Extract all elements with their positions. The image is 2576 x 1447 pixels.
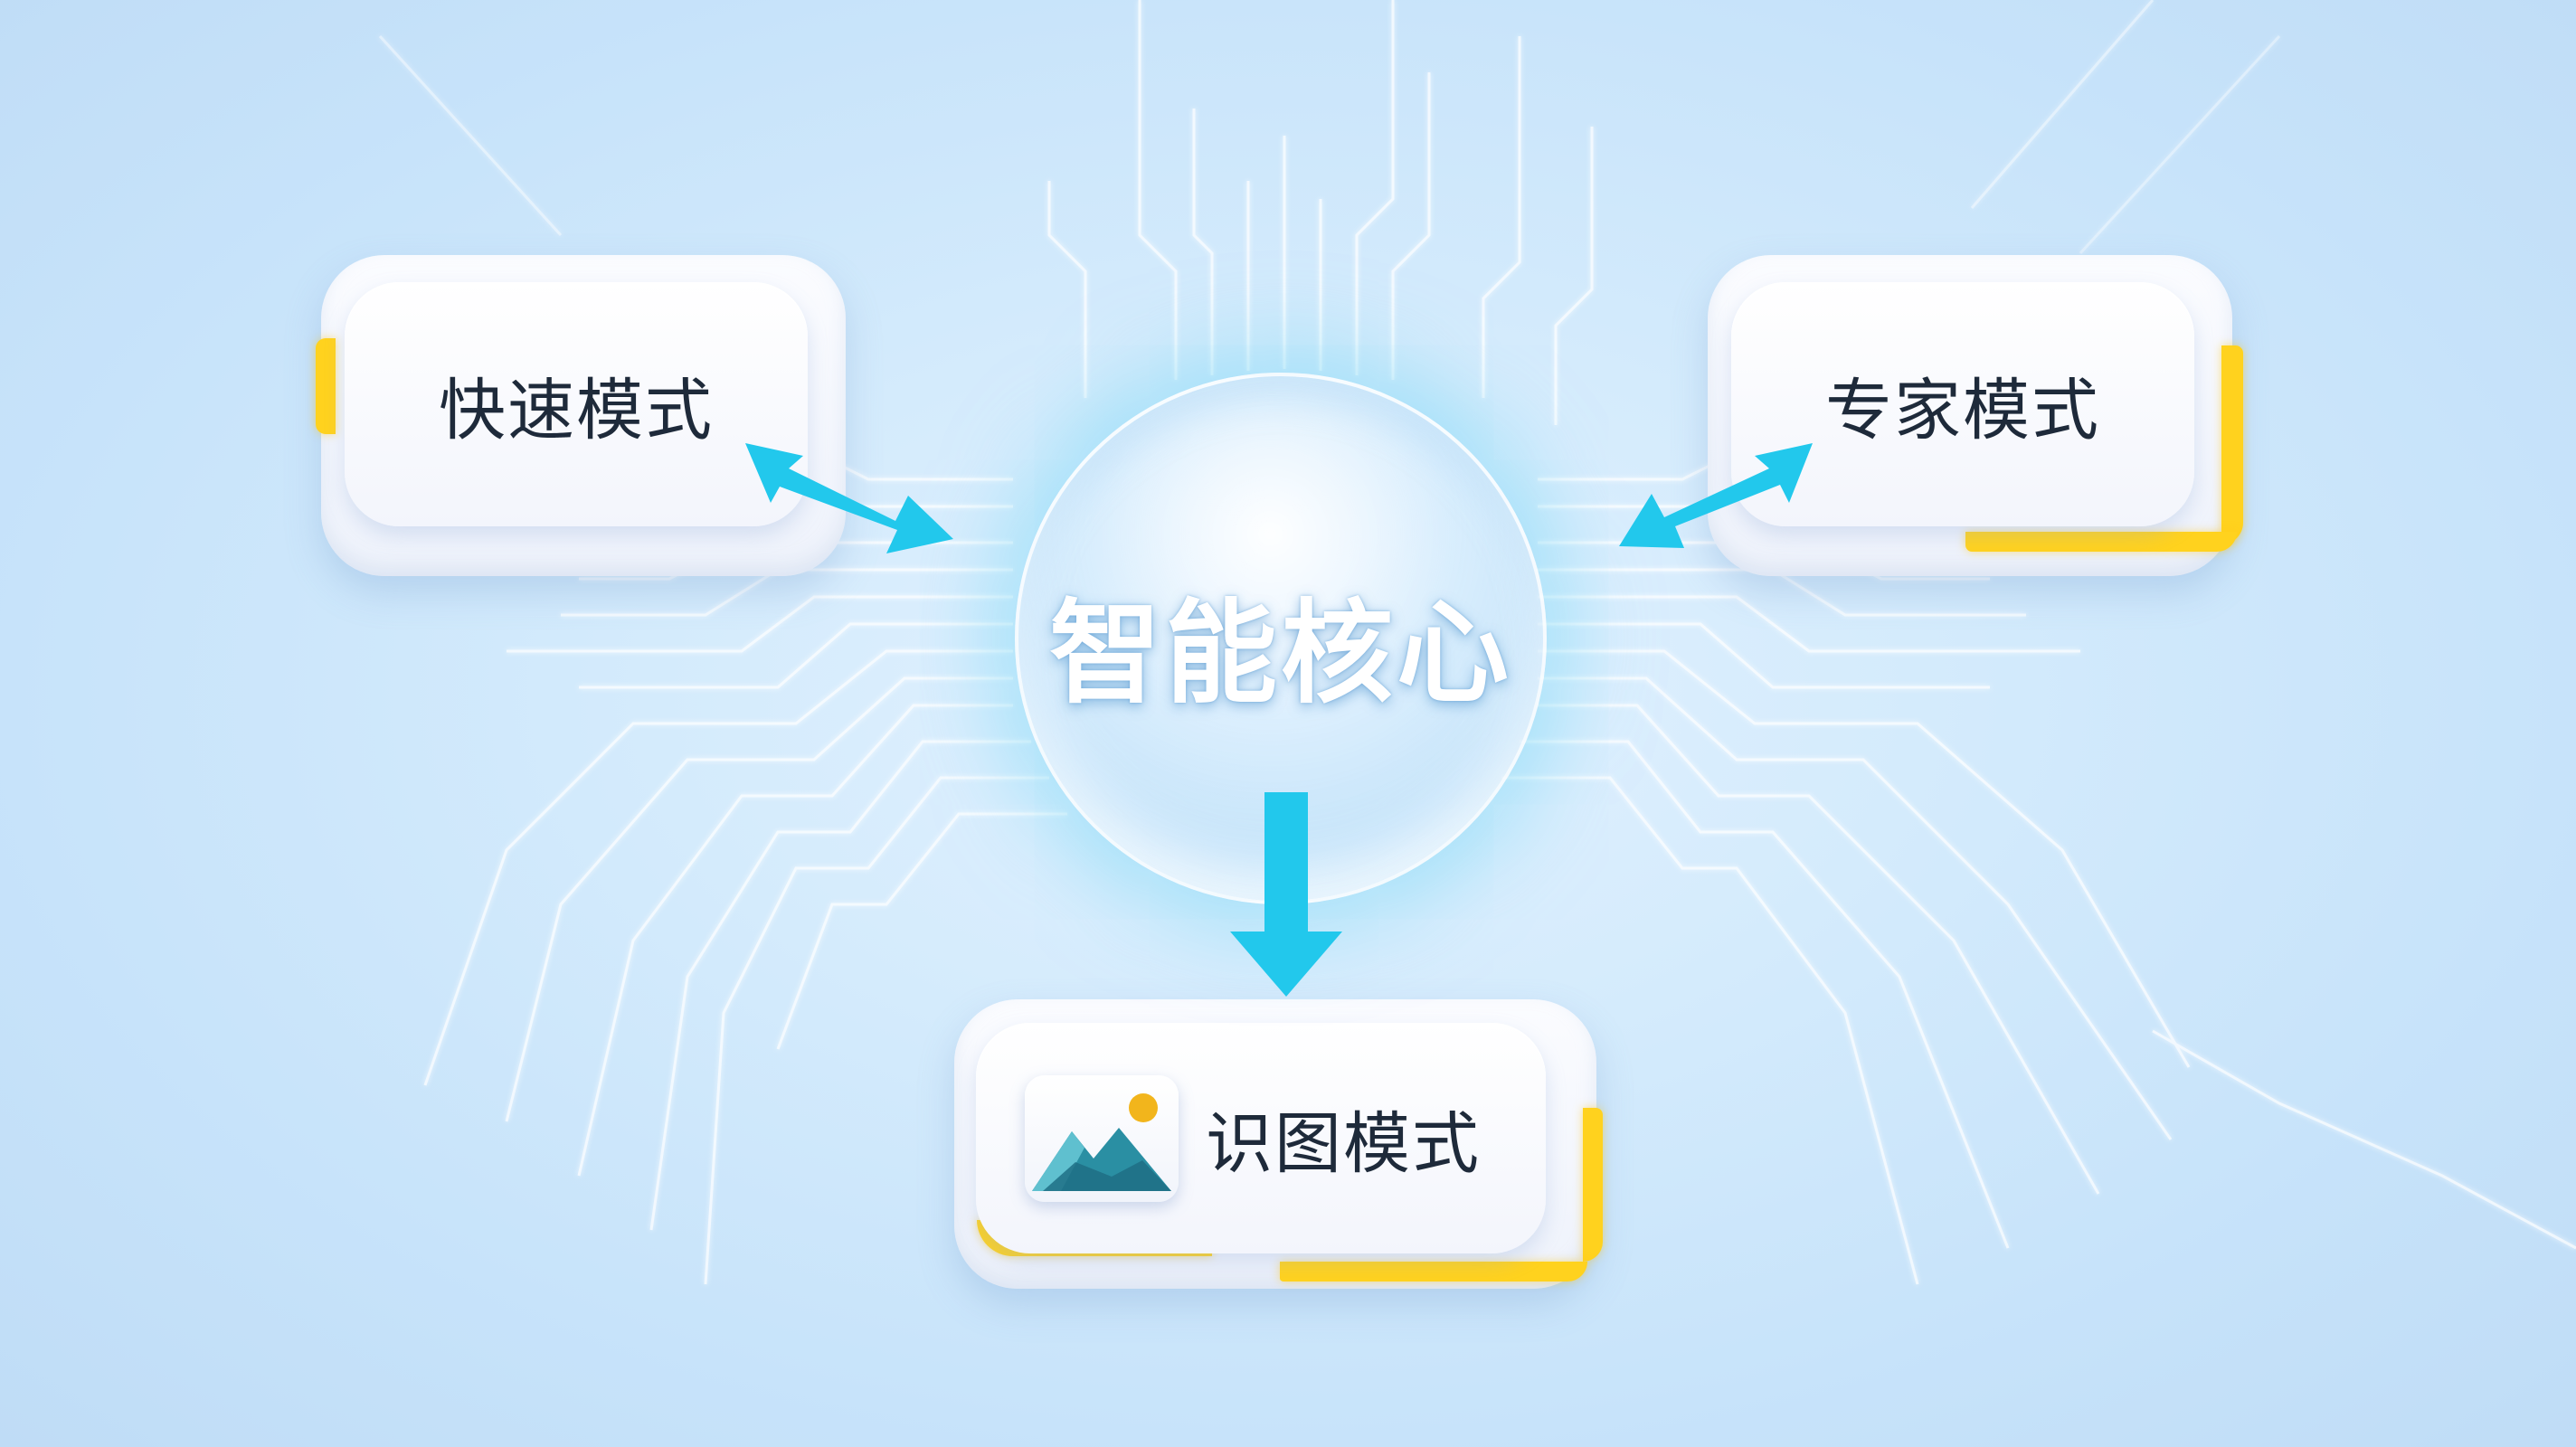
accent-bar bbox=[1965, 532, 2237, 552]
mode-card-image-face: 识图模式 bbox=[976, 1023, 1546, 1253]
mode-card-image[interactable]: 识图模式 bbox=[954, 999, 1603, 1289]
mode-label-image: 识图模式 bbox=[1206, 1105, 1481, 1183]
mode-card-fast-face: 快速模式 bbox=[345, 282, 808, 526]
accent-bar bbox=[1583, 1108, 1603, 1262]
core-sphere: 智能核心 bbox=[1015, 373, 1547, 904]
image-icon bbox=[1025, 1074, 1179, 1202]
mode-label-fast: 快速模式 bbox=[439, 371, 714, 449]
accent-bar bbox=[316, 338, 336, 434]
accent-bar bbox=[1280, 1262, 1587, 1281]
core-label: 智能核心 bbox=[1048, 589, 1512, 719]
mode-card-fast[interactable]: 快速模式 bbox=[316, 255, 846, 576]
accent-bar bbox=[2221, 345, 2243, 544]
mode-card-expert[interactable]: 专家模式 bbox=[1708, 255, 2243, 576]
mode-label-expert: 专家模式 bbox=[1825, 371, 2100, 449]
mode-card-expert-face: 专家模式 bbox=[1731, 282, 2194, 526]
